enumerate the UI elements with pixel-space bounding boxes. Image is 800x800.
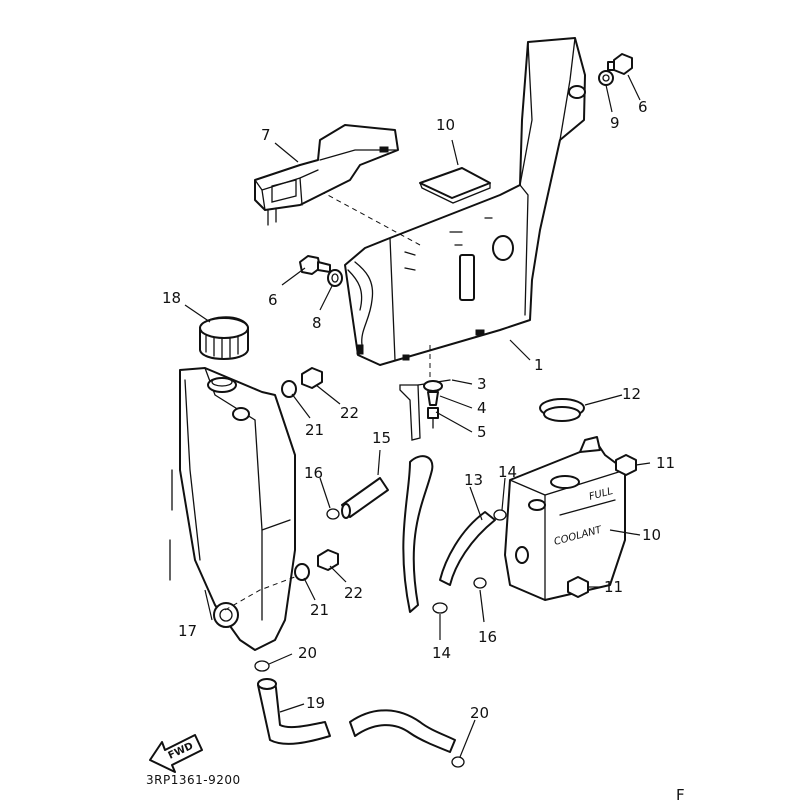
callout-12: 12 [622,385,641,403]
part-17-radiator [169,367,301,651]
callout-2: 10 [436,116,455,134]
callout-21-upper: 21 [305,421,324,439]
callout-20-upper: 20 [298,644,317,662]
callout-10: 10 [642,526,661,544]
part-19-lower-hose [257,678,456,753]
part-21-grommet-lower [294,563,310,581]
leader-lines [184,74,651,758]
part-4-collar [423,380,443,406]
callout-6-top: 6 [638,98,648,116]
callout-1: 1 [534,356,544,374]
part-22-bolt-upper [301,367,323,389]
callout-5: 5 [477,423,487,441]
callout-9: 9 [610,114,620,132]
callout-19: 19 [306,694,325,712]
part-7-cover [254,124,399,226]
callout-11-lower: 11 [604,578,623,596]
part-1-bracket [299,37,586,366]
callout-21-lower: 21 [310,601,329,619]
drawing-code: 3RP1361-9200 [146,773,241,787]
part-11-bolt-upper [615,454,637,476]
part-5-bolt-small [427,345,439,429]
part-20-clamp-lower [451,756,465,768]
part-10-reservoir-tank: FULL COOLANT [504,436,626,601]
part-22-bolt-lower [317,549,339,571]
callout-7: 7 [261,126,271,144]
callout-6-middle: 6 [268,291,278,309]
callout-16-left: 16 [304,464,323,482]
part-20-clamp-upper [254,660,270,672]
part-12-reservoir-cap [539,398,585,422]
part-2-pad [419,167,491,204]
part-11-bolt-lower [567,576,589,598]
callout-numbers: 10 7 6 8 9 6 18 1 3 4 5 12 11 10 11 13 1… [162,98,675,722]
part-13-hose [439,511,496,586]
part-21-grommet-upper [281,380,297,398]
part-14-clamp-upper [493,509,507,521]
callout-17: 17 [178,622,197,640]
part-8-grommet [327,269,343,287]
corner-mark: F [676,786,685,800]
callout-14-upper: 14 [498,463,517,481]
callout-11-upper: 11 [656,454,675,472]
callout-22-lower: 22 [344,584,363,602]
callout-20-lower: 20 [470,704,489,722]
part-16-clamp-right [473,577,487,589]
part-9-grommet [598,70,614,86]
callout-15: 15 [372,429,391,447]
overflow-hose-middle [402,455,434,613]
part-14-clamp-lower [432,602,448,614]
part-18-radiator-cap [199,316,249,360]
part-15-hose [341,477,389,519]
callout-18: 18 [162,289,181,307]
callout-13: 13 [464,471,483,489]
part-6-bolt-middle [299,255,331,275]
callout-8: 8 [312,314,322,332]
part-6-bolt-top [607,53,633,75]
callout-14-lower: 14 [432,644,451,662]
callout-16-right: 16 [478,628,497,646]
callout-4: 4 [477,399,487,417]
callout-22-upper: 22 [340,404,359,422]
part-16-clamp-left [326,508,340,520]
fwd-arrow-icon: FWD [149,734,203,773]
callout-3: 3 [477,375,487,393]
